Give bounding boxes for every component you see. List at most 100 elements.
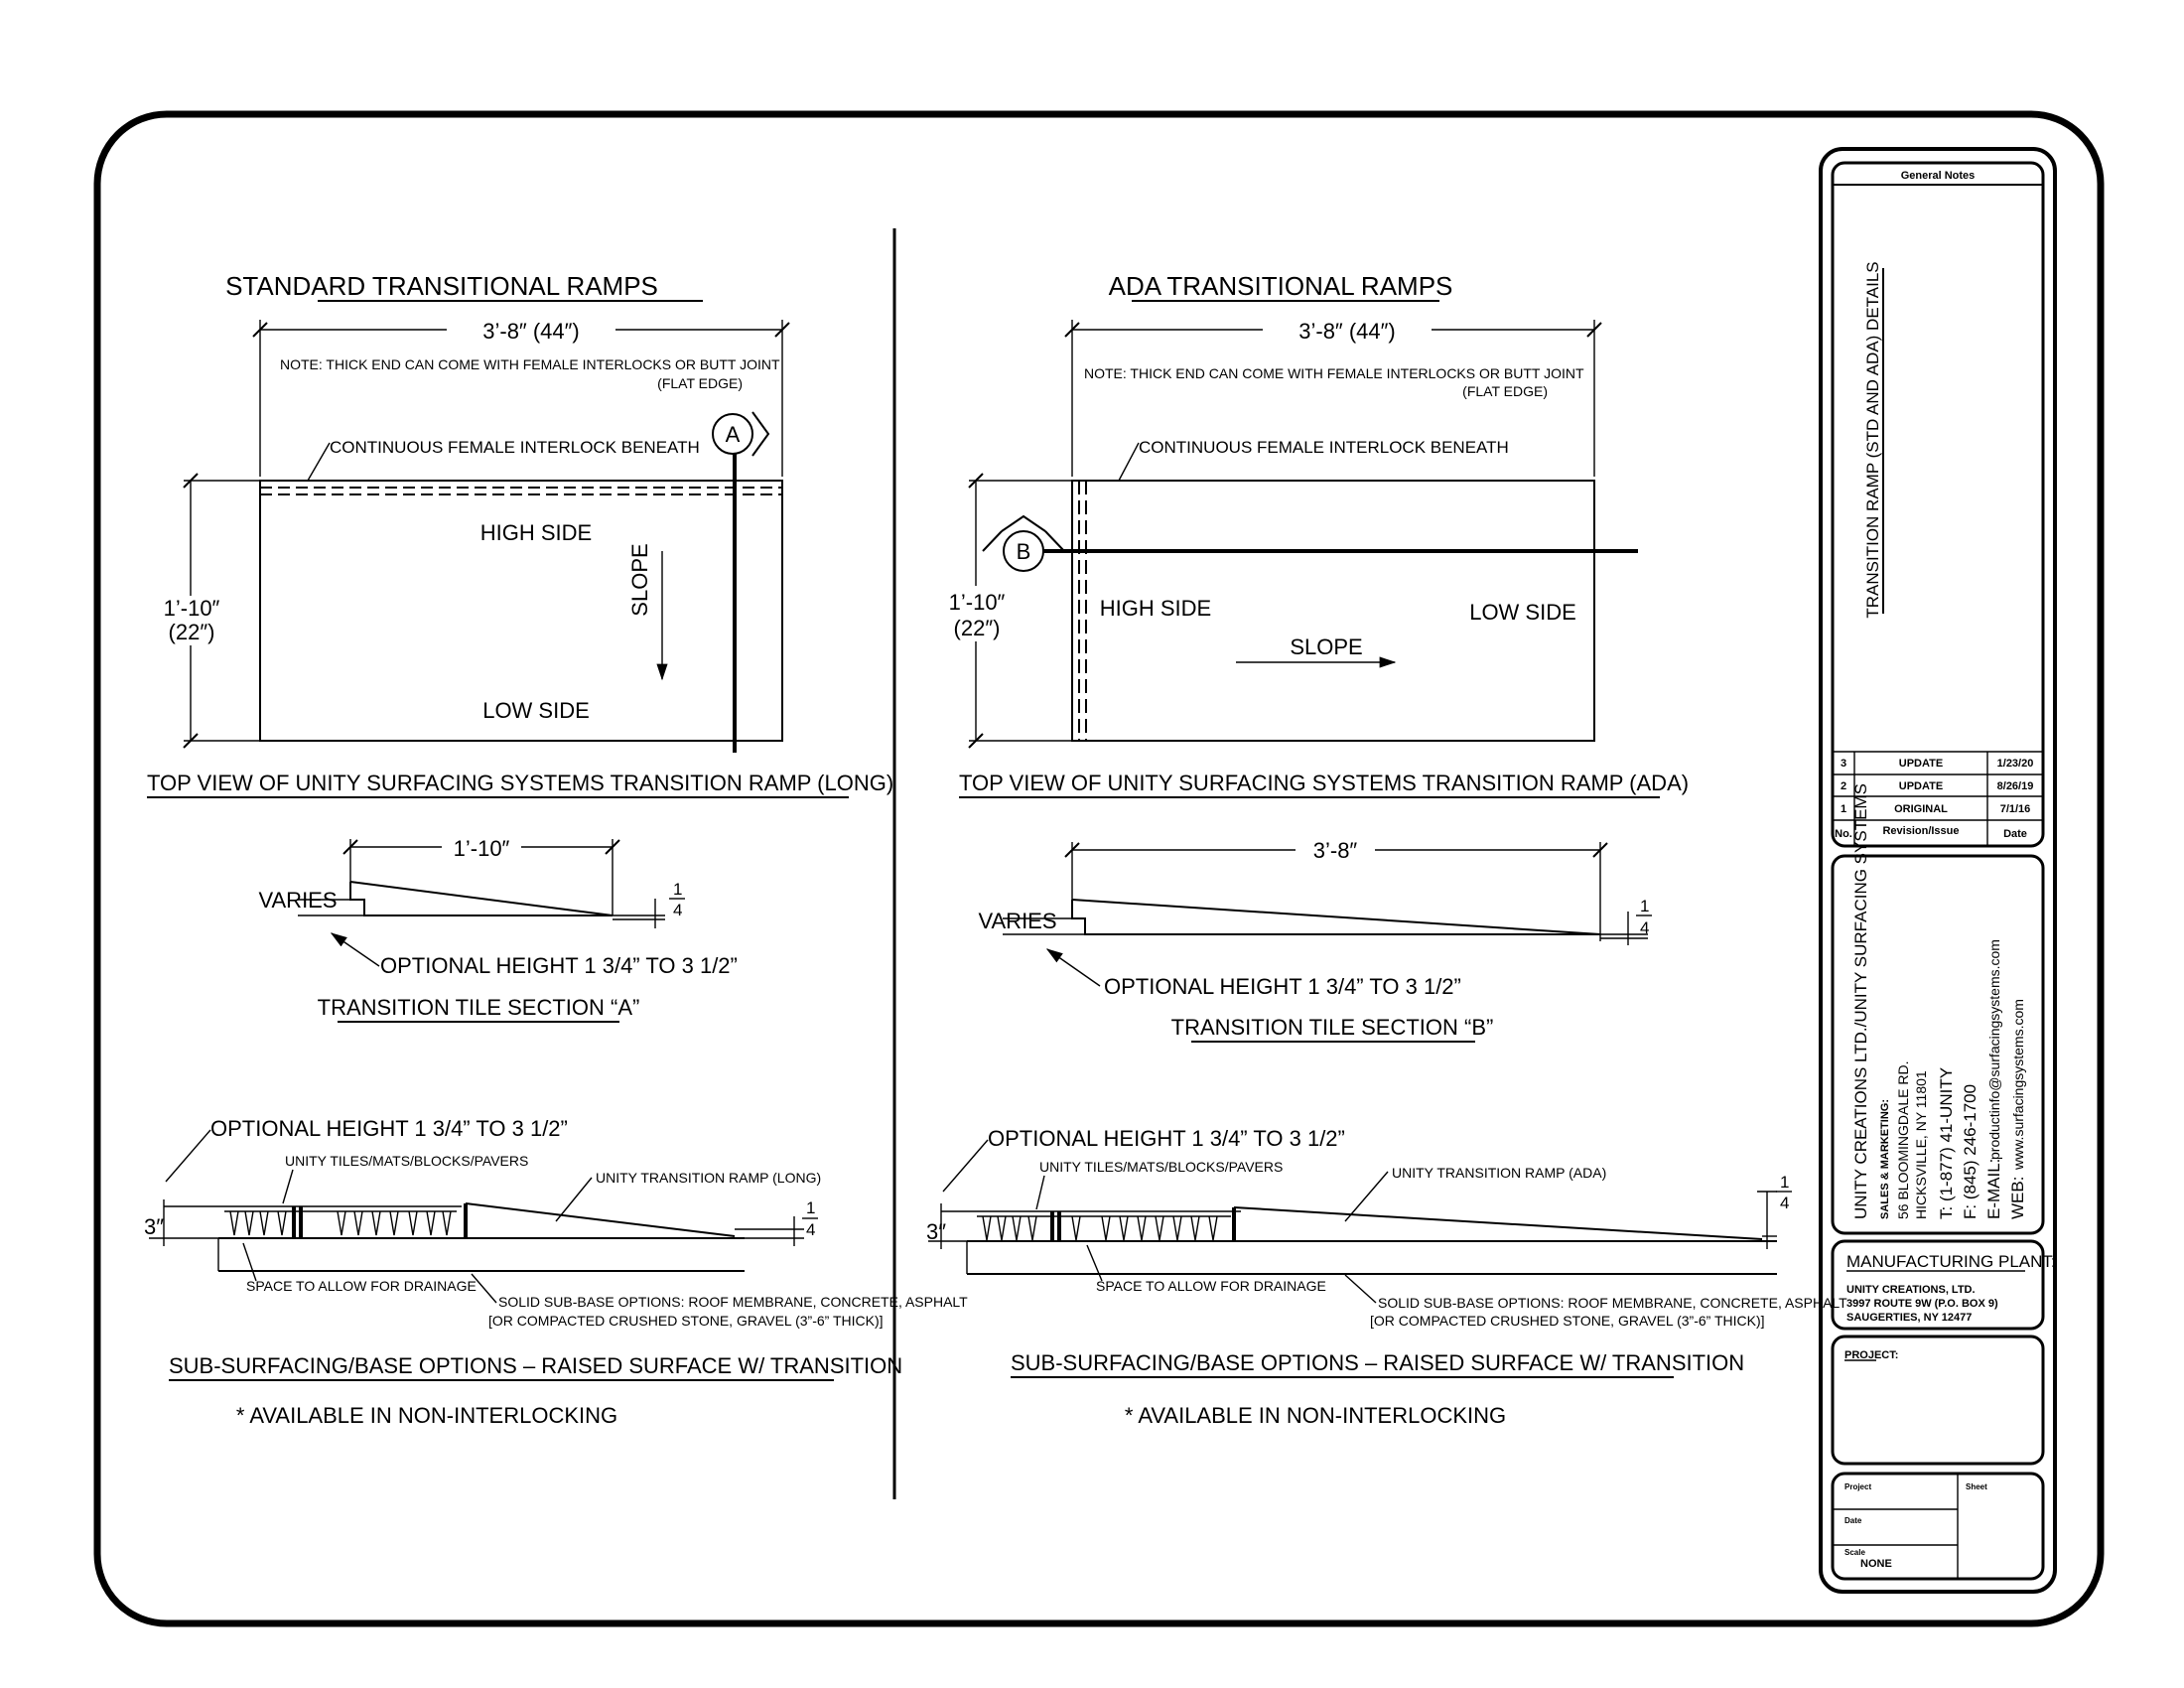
right-available: * AVAILABLE IN NON-INTERLOCKING xyxy=(1125,1403,1506,1428)
svg-text:1: 1 xyxy=(1780,1173,1789,1192)
left-high-side: HIGH SIDE xyxy=(480,520,592,545)
svg-text:SALES & MARKETING:: SALES & MARKETING: xyxy=(1879,1099,1891,1219)
right-drainage-label: SPACE TO ALLOW FOR DRAINAGE xyxy=(1096,1278,1326,1294)
manufacturing-plant-box xyxy=(1831,1239,2045,1331)
svg-text:UPDATE: UPDATE xyxy=(1899,758,1943,770)
svg-text:E-MAIL:: E-MAIL: xyxy=(1984,1159,2003,1219)
general-notes-box xyxy=(1831,161,2045,848)
sheet-border xyxy=(93,110,2105,1627)
section-a-optional-height: OPTIONAL HEIGHT 1 3/4” TO 3 1/2” xyxy=(380,953,738,978)
right-dim-3: 3″ xyxy=(926,1219,946,1244)
svg-text:UNITY CREATIONS, LTD.: UNITY CREATIONS, LTD. xyxy=(1846,1284,1976,1296)
right-subbase-2: [OR COMPACTED CRUSHED STONE, GRAVEL (3”-… xyxy=(1370,1313,1765,1329)
svg-text:1: 1 xyxy=(806,1198,815,1217)
scale-value: NONE xyxy=(1860,1558,1892,1570)
svg-text:Project: Project xyxy=(1844,1482,1871,1491)
right-width-dim: 3’-8″ (44″) xyxy=(1298,319,1396,344)
left-sub-caption: SUB-SURFACING/BASE OPTIONS – RAISED SURF… xyxy=(169,1353,902,1378)
right-note-1: NOTE: THICK END CAN COME WITH FEMALE INT… xyxy=(1084,365,1584,381)
right-note-2: (FLAT EDGE) xyxy=(1462,383,1548,399)
drawing-title: TRANSITION RAMP (STD AND ADA) DETAILS xyxy=(1863,261,1882,618)
left-ramp-top-view xyxy=(259,480,783,742)
svg-text:F: (845) 246-1700: F: (845) 246-1700 xyxy=(1961,1084,1979,1219)
svg-text:Scale: Scale xyxy=(1844,1548,1865,1557)
right-tiles-label: UNITY TILES/MATS/BLOCKS/PAVERS xyxy=(1039,1159,1283,1175)
right-sub-caption: SUB-SURFACING/BASE OPTIONS – RAISED SURF… xyxy=(1011,1350,1744,1375)
title-block: General Notes TRANSITION RAMP (STD AND A… xyxy=(1819,147,2057,1594)
svg-text:HICKSVILLE, NY 11801: HICKSVILLE, NY 11801 xyxy=(1913,1070,1929,1219)
svg-text:UPDATE: UPDATE xyxy=(1899,780,1943,792)
svg-text:1: 1 xyxy=(673,880,682,899)
left-subsurface-profile: OPTIONAL HEIGHT 1 3/4” TO 3 1/2” UNITY T… xyxy=(144,1116,968,1428)
left-width-dim: 3’-8″ (44″) xyxy=(482,319,580,344)
left-subbase-1: SOLID SUB-BASE OPTIONS: ROOF MEMBRANE, C… xyxy=(498,1294,968,1310)
section-b-optional-height: OPTIONAL HEIGHT 1 3/4” TO 3 1/2” xyxy=(1104,974,1461,999)
revision-table: 3 UPDATE 1/23/20 2 UPDATE 8/26/19 1 ORIG… xyxy=(1833,751,2043,846)
svg-text:A: A xyxy=(726,422,741,447)
svg-text:SAUGERTIES, NY 12477: SAUGERTIES, NY 12477 xyxy=(1846,1312,1972,1324)
left-drainage-label: SPACE TO ALLOW FOR DRAINAGE xyxy=(246,1278,477,1294)
section-a-varies: VARIES xyxy=(258,888,337,913)
left-low-side: LOW SIDE xyxy=(482,698,590,723)
right-subbase-1: SOLID SUB-BASE OPTIONS: ROOF MEMBRANE, C… xyxy=(1378,1295,1847,1311)
left-tiles-label: UNITY TILES/MATS/BLOCKS/PAVERS xyxy=(285,1153,528,1169)
left-top-view-caption: TOP VIEW OF UNITY SURFACING SYSTEMS TRAN… xyxy=(147,771,893,795)
svg-text:Sheet: Sheet xyxy=(1966,1482,1987,1491)
left-ramp-label: UNITY TRANSITION RAMP (LONG) xyxy=(596,1170,821,1186)
right-low-side: LOW SIDE xyxy=(1469,600,1576,625)
section-b-profile: 3’-8″ VARIES 1 4 OPTIONAL HEIGHT 1 3/4” … xyxy=(978,838,1652,1043)
svg-text:8/26/19: 8/26/19 xyxy=(1997,780,2034,792)
svg-text:No.: No. xyxy=(1835,828,1852,840)
right-ramp-top-view xyxy=(1071,480,1595,742)
company-info-box xyxy=(1831,854,2045,1235)
right-subsurface-profile: OPTIONAL HEIGHT 1 3/4” TO 3 1/2” UNITY T… xyxy=(926,1126,1847,1428)
project-label: PROJECT: xyxy=(1844,1349,1898,1361)
svg-text:3997 ROUTE 9W (P.O. BOX 9): 3997 ROUTE 9W (P.O. BOX 9) xyxy=(1846,1298,1998,1310)
right-top-view-caption: TOP VIEW OF UNITY SURFACING SYSTEMS TRAN… xyxy=(959,771,1689,795)
right-sub-optional-height: OPTIONAL HEIGHT 1 3/4” TO 3 1/2” xyxy=(988,1126,1345,1151)
svg-text:4: 4 xyxy=(1780,1194,1789,1212)
svg-text:ORIGINAL: ORIGINAL xyxy=(1894,803,1948,815)
svg-text:UNITY CREATIONS LTD./UNITY SUR: UNITY CREATIONS LTD./UNITY SURFACING SYS… xyxy=(1851,783,1870,1219)
right-height-dim-2: (22″) xyxy=(954,616,1001,640)
svg-text:Date: Date xyxy=(2003,828,2027,840)
left-dim-3: 3″ xyxy=(144,1214,164,1239)
svg-text:2: 2 xyxy=(1841,780,1846,792)
left-subbase-2: [OR COMPACTED CRUSHED STONE, GRAVEL (3”-… xyxy=(488,1313,884,1329)
company-email-link[interactable]: productinfo@surfacingsystems.com xyxy=(1986,939,2002,1160)
left-slope: SLOPE xyxy=(627,543,652,616)
svg-text:Date: Date xyxy=(1844,1516,1862,1525)
svg-text:T: (1-877) 41-UNITY: T: (1-877) 41-UNITY xyxy=(1937,1067,1956,1219)
right-height-dim-1: 1’-10″ xyxy=(949,590,1006,615)
svg-text:4: 4 xyxy=(673,901,682,919)
svg-text:7/1/16: 7/1/16 xyxy=(2000,803,2031,815)
general-notes-label: General Notes xyxy=(1901,170,1976,182)
right-tile-pedestals xyxy=(977,1207,1236,1241)
ada-ramps-panel: ADA TRANSITIONAL RAMPS 3’-8″ (44″) NOTE:… xyxy=(926,271,1847,1428)
company-info: UNITY CREATIONS LTD./UNITY SURFACING SYS… xyxy=(1851,783,2027,1219)
right-slope: SLOPE xyxy=(1290,634,1362,659)
left-tile-pedestals xyxy=(224,1203,468,1238)
standard-ramps-panel: STANDARD TRANSITIONAL RAMPS 3’-8″ (44″) … xyxy=(144,271,968,1428)
sheet-fields-box xyxy=(1831,1472,2045,1581)
right-interlock-label: CONTINUOUS FEMALE INTERLOCK BENEATH xyxy=(1139,438,1509,457)
section-b-varies: VARIES xyxy=(978,909,1056,933)
svg-text:4: 4 xyxy=(806,1220,815,1239)
section-a-dim: 1’-10″ xyxy=(454,836,510,861)
left-interlock-label: CONTINUOUS FEMALE INTERLOCK BENEATH xyxy=(330,438,700,457)
section-a-profile: 1’-10″ VARIES 1 4 OPTIONAL HEIGHT 1 3/4”… xyxy=(258,836,738,1023)
section-b-dim: 3’-8″ xyxy=(1313,838,1358,863)
left-height-dim-1: 1’-10″ xyxy=(164,596,220,621)
svg-text:1: 1 xyxy=(1640,897,1649,915)
company-web-link[interactable]: www.surfacingsystems.com xyxy=(2010,999,2026,1171)
svg-text:B: B xyxy=(1017,539,1031,564)
svg-text:1/23/20: 1/23/20 xyxy=(1997,758,2034,770)
left-note-2: (FLAT EDGE) xyxy=(657,375,743,391)
section-b-caption: TRANSITION TILE SECTION “B” xyxy=(1171,1015,1494,1040)
left-note-1: NOTE: THICK END CAN COME WITH FEMALE INT… xyxy=(280,356,780,372)
section-a-caption: TRANSITION TILE SECTION “A” xyxy=(318,995,640,1020)
right-title: ADA TRANSITIONAL RAMPS xyxy=(1109,271,1453,301)
left-title: STANDARD TRANSITIONAL RAMPS xyxy=(225,271,658,301)
svg-text:4: 4 xyxy=(1640,918,1649,937)
